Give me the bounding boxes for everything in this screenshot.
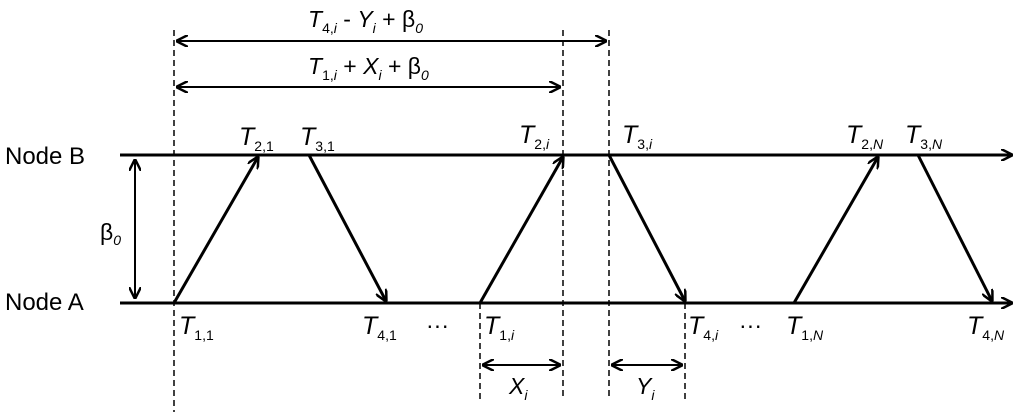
label-t4i: T4,i: [688, 312, 719, 343]
label-t31: T3,1: [300, 123, 335, 154]
label-t3i: T3,i: [622, 121, 653, 152]
label-t3n: T3,N: [905, 121, 943, 152]
msg-a-to-b-n: [792, 157, 878, 304]
msg-b-to-a-n: [916, 154, 992, 301]
dim-label-second: T1,i + Xi + β0: [308, 53, 429, 83]
ellipsis-1: ···: [426, 312, 449, 338]
msg-b-to-a-1: [307, 154, 386, 301]
label-t21: T2,1: [239, 123, 274, 154]
ellipsis-2: ···: [739, 312, 762, 338]
beta-offset-label: β0: [100, 219, 121, 248]
msg-b-to-a-i: [607, 154, 685, 301]
dim-label-y: Yi: [636, 373, 655, 403]
label-t41: T4,1: [362, 312, 397, 343]
label-t1n: T1,N: [786, 312, 824, 343]
msg-a-to-b-1: [172, 157, 258, 304]
label-t11: T1,1: [179, 312, 214, 343]
label-t2n: T2,N: [846, 121, 884, 152]
label-t2i: T2,i: [519, 121, 550, 152]
label-t1i: T1,i: [484, 312, 515, 343]
msg-a-to-b-i: [478, 157, 563, 304]
label-t4n: T4,N: [967, 312, 1005, 343]
node-b-label: Node B: [5, 143, 85, 170]
node-a-label: Node A: [5, 289, 84, 316]
dim-label-x: Xi: [508, 373, 528, 403]
dim-label-top: T4,i - Yi + β0: [308, 6, 423, 36]
